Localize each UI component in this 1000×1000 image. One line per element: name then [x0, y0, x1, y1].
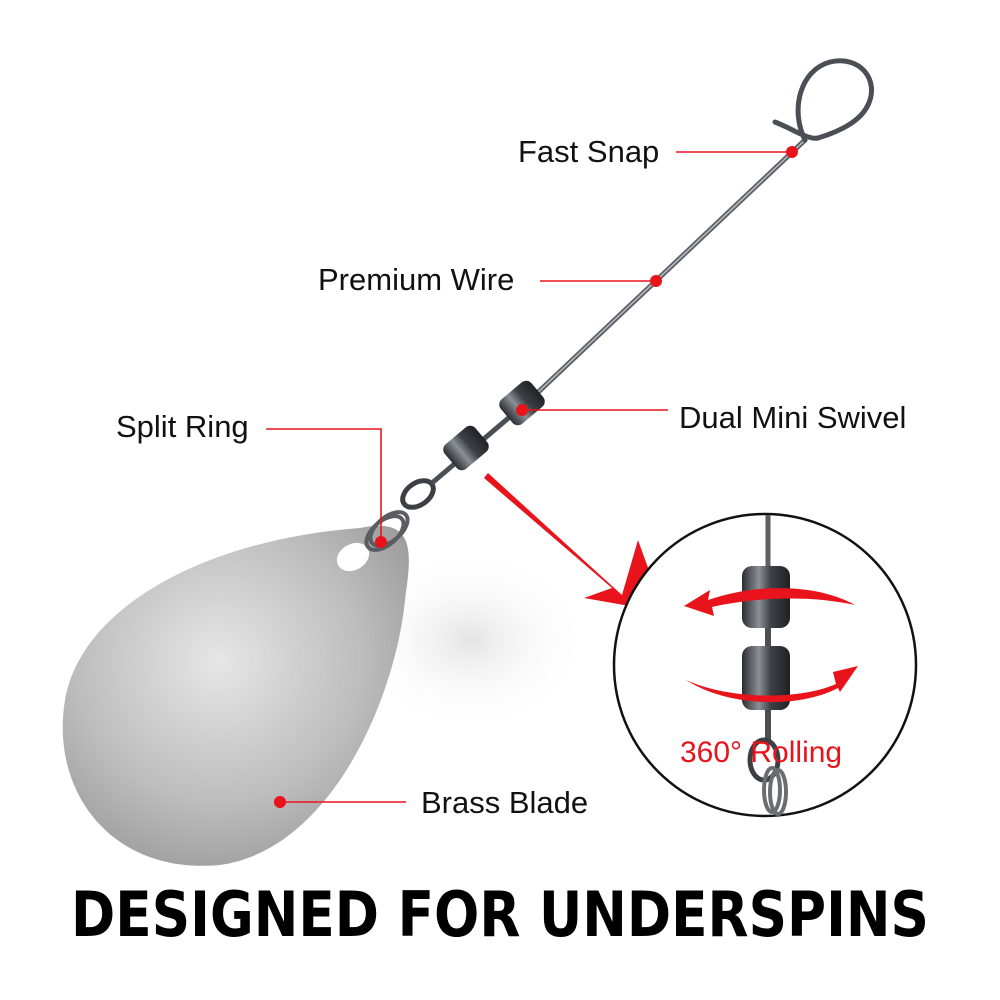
callout-brass-blade: Brass Blade: [274, 785, 588, 820]
swivel-barrel-upper: [499, 380, 545, 426]
label-split-ring: Split Ring: [116, 409, 249, 444]
label-premium-wire: Premium Wire: [318, 262, 514, 297]
rotation-arrow-lower: [686, 666, 858, 703]
headline: DESIGNED FOR UNDERSPINS: [71, 878, 929, 951]
blade-hole: [336, 542, 370, 572]
callout-split-ring: Split Ring: [116, 409, 387, 548]
label-fast-snap: Fast Snap: [518, 134, 659, 169]
zoom-barrel-lower: [742, 646, 790, 710]
zoom-detail: 360° Rolling: [612, 512, 918, 818]
label-brass-blade: Brass Blade: [421, 785, 588, 820]
callout-premium-wire: Premium Wire: [318, 262, 662, 297]
fast-snap: [772, 58, 875, 143]
label-360-rolling: 360° Rolling: [680, 736, 842, 769]
callout-dual-mini-swivel: Dual Mini Swivel: [516, 400, 906, 435]
zoom-split-ring: [762, 766, 788, 816]
label-dual-mini-swivel: Dual Mini Swivel: [679, 400, 906, 435]
swivel-barrel-lower: [443, 425, 489, 471]
swivel-eye: [400, 478, 436, 510]
blade-shadow: [350, 550, 590, 730]
premium-wire-highlight: [533, 139, 806, 397]
callout-fast-snap: Fast Snap: [518, 134, 798, 169]
brass-blade: [62, 525, 409, 866]
rotation-arrow-upper: [684, 588, 855, 616]
